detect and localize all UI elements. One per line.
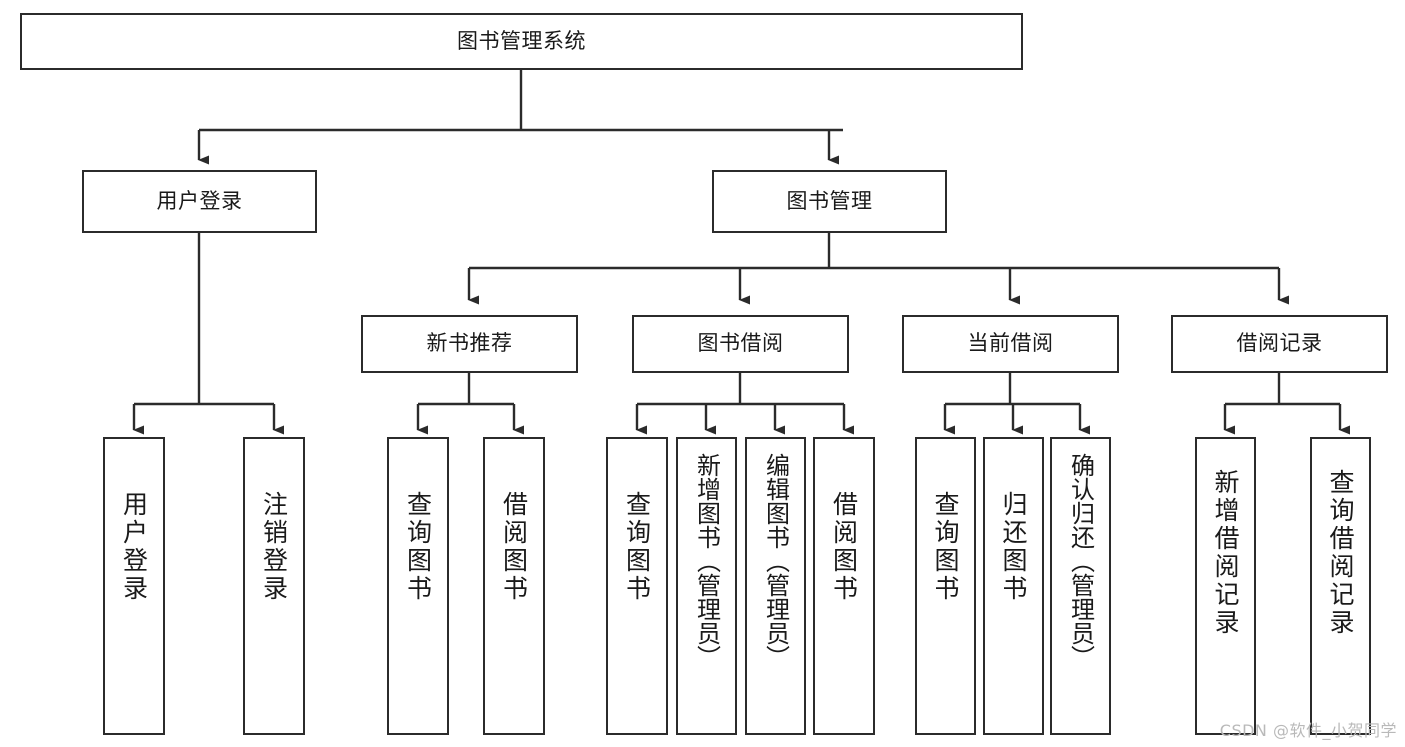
node-label: 图书借阅 (697, 331, 784, 356)
node-label: 查询图书 (931, 491, 960, 603)
node-label: 图书管理系统 (457, 28, 586, 53)
node-label: 查询借阅记录 (1326, 469, 1355, 637)
node-label: 注销登录 (259, 491, 289, 603)
node-root-system[interactable]: 图书管理系统 (20, 13, 1023, 70)
node-label: 用户登录 (119, 491, 149, 603)
leaf-recommend-query-book[interactable]: 查询图书 (387, 437, 449, 735)
node-label: 新增图书（管理员） (692, 453, 721, 669)
node-label: 借阅图书 (829, 491, 859, 603)
node-label: 新增借阅记录 (1211, 469, 1240, 637)
watermark-text: CSDN @软件_小贺同学 (1219, 721, 1397, 740)
leaf-user-login-logout[interactable]: 注销登录 (243, 437, 305, 735)
leaf-user-login-login[interactable]: 用户登录 (103, 437, 165, 735)
node-new-book-recommend[interactable]: 新书推荐 (361, 315, 578, 373)
node-book-borrow[interactable]: 图书借阅 (632, 315, 849, 373)
node-label: 借阅图书 (499, 491, 529, 603)
node-current-borrow[interactable]: 当前借阅 (902, 315, 1119, 373)
node-label: 当前借阅 (967, 331, 1054, 356)
node-label: 确认归还（管理员） (1066, 453, 1095, 669)
node-label: 用户登录 (156, 188, 243, 213)
node-label: 查询图书 (403, 491, 433, 603)
leaf-current-query-book[interactable]: 查询图书 (915, 437, 976, 735)
leaf-borrow-edit-book-admin[interactable]: 编辑图书（管理员） (745, 437, 806, 735)
leaf-borrow-add-book-admin[interactable]: 新增图书（管理员） (676, 437, 737, 735)
node-label: 归还图书 (999, 491, 1028, 603)
node-label: 借阅记录 (1236, 331, 1323, 356)
leaf-borrow-borrow-book[interactable]: 借阅图书 (813, 437, 875, 735)
node-label: 图书管理 (786, 188, 873, 213)
node-book-management[interactable]: 图书管理 (712, 170, 947, 233)
leaf-current-return-book[interactable]: 归还图书 (983, 437, 1044, 735)
node-user-login[interactable]: 用户登录 (82, 170, 317, 233)
leaf-recommend-borrow-book[interactable]: 借阅图书 (483, 437, 545, 735)
node-label: 新书推荐 (426, 331, 513, 356)
node-borrow-record[interactable]: 借阅记录 (1171, 315, 1388, 373)
node-label: 查询图书 (622, 491, 652, 603)
leaf-borrow-query-book[interactable]: 查询图书 (606, 437, 668, 735)
node-label: 编辑图书（管理员） (761, 453, 790, 669)
leaf-record-add-record[interactable]: 新增借阅记录 (1195, 437, 1256, 735)
leaf-current-confirm-return-admin[interactable]: 确认归还（管理员） (1050, 437, 1111, 735)
leaf-record-query-record[interactable]: 查询借阅记录 (1310, 437, 1371, 735)
